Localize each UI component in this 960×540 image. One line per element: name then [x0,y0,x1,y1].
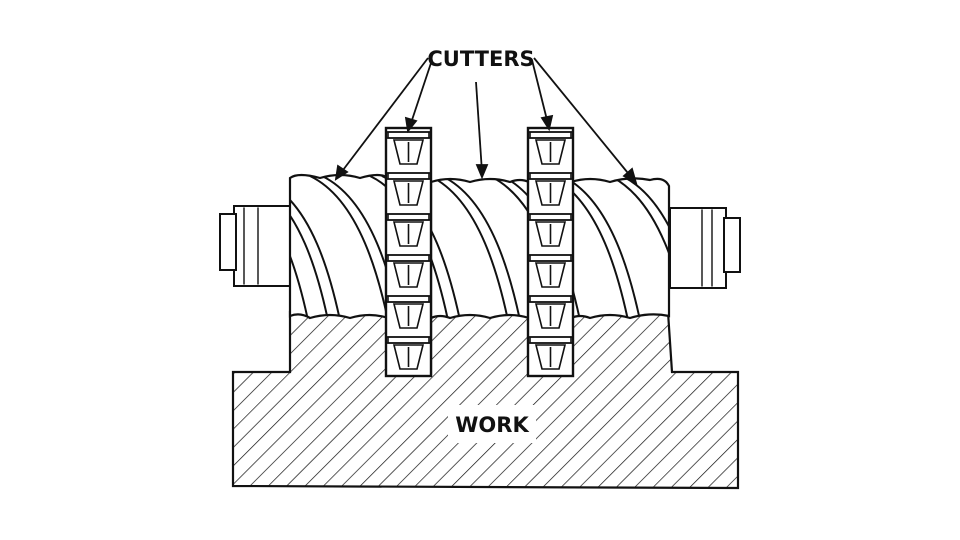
arbor-left [219,205,291,287]
cutter-tooth-band [529,254,572,262]
cutter-tooth-band [529,213,572,221]
cutter-tooth [392,180,425,206]
cutter-tooth-band [529,172,572,180]
side-cutter-right [526,126,575,378]
work-piece [231,310,740,490]
cutter-tooth [392,303,425,329]
cutter-tooth [392,139,425,165]
cutter-leader-lines [334,57,638,185]
cutters-label: CUTTERS [427,47,534,71]
cutter-tooth [392,262,425,288]
cutter-tooth-band [529,295,572,303]
cutter-tooth [392,344,425,370]
cutter-tooth-band [529,336,572,344]
arbor-right [669,207,741,289]
cutter-tooth [534,221,567,247]
cutter-tooth [534,303,567,329]
cutter-tooth-band [387,213,430,221]
cutter-tooth-band [387,336,430,344]
cutter-tooth [534,139,567,165]
cutter-tooth [392,221,425,247]
cutter-tooth [534,262,567,288]
cutter-tooth-band [387,172,430,180]
cutter-tooth-band [387,131,430,139]
cutter-tooth [534,180,567,206]
work-label: WORK [455,413,529,437]
side-cutter-left [384,126,433,378]
cutter-tooth-band [529,131,572,139]
cutter-tooth-band [387,295,430,303]
work-block [231,310,740,490]
cutter-tooth-band [387,254,430,262]
cutter-tooth [534,344,567,370]
work-label-background [448,405,536,443]
